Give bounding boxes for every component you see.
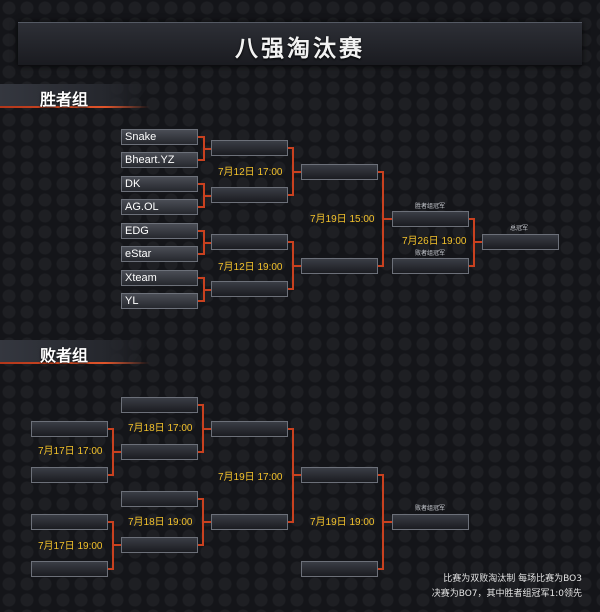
team-slot-estar[interactable]: eStar	[121, 246, 198, 262]
team-slot-snake[interactable]: Snake	[121, 129, 198, 145]
match-time-label: 7月19日 17:00	[218, 472, 283, 483]
team-slot-agol[interactable]: AG.OL	[121, 199, 198, 215]
connector	[202, 428, 211, 430]
connector	[108, 428, 114, 430]
match-time-label: 7月18日 17:00	[128, 423, 193, 434]
winners-champion-label: 胜者组冠军	[415, 203, 446, 210]
connector	[292, 171, 301, 173]
connector	[288, 288, 294, 290]
losers-champion-label: 败者组冠军	[415, 505, 446, 512]
connector	[203, 289, 211, 291]
connector	[288, 241, 294, 243]
losers-r2-slot-3[interactable]	[121, 491, 198, 507]
connector	[469, 265, 475, 267]
losers-r1-slot-1[interactable]	[31, 421, 108, 437]
connector	[198, 404, 204, 406]
losers-r2-slot-1[interactable]	[121, 397, 198, 413]
connector	[378, 265, 384, 267]
connector	[288, 521, 294, 523]
match-time-label: 7月12日 17:00	[218, 167, 283, 178]
connector	[198, 498, 204, 500]
losers-champion-label: 败者组冠军	[415, 250, 446, 257]
match-time-label: 7月17日 17:00	[38, 446, 103, 457]
losers-r2-slot-4[interactable]	[121, 537, 198, 553]
match-time-label: 7月19日 19:00	[310, 517, 375, 528]
winners-section-label: 胜者组	[40, 90, 89, 109]
losers-r2-slot-2[interactable]	[121, 444, 198, 460]
losers-r1-slot-3[interactable]	[31, 514, 108, 530]
connector	[378, 474, 384, 476]
connector	[108, 568, 114, 570]
connector	[288, 147, 294, 149]
grand-champion-label: 总冠军	[510, 225, 529, 232]
winners-r2-slot-3[interactable]	[211, 234, 288, 250]
connector	[112, 451, 121, 453]
losers-champion-slot[interactable]	[392, 514, 469, 530]
team-slot-dk[interactable]: DK	[121, 176, 198, 192]
connector	[198, 544, 204, 546]
connector	[203, 242, 211, 244]
connector	[203, 148, 211, 150]
winners-r2-slot-1[interactable]	[211, 140, 288, 156]
connector	[378, 171, 384, 173]
team-slot-yl[interactable]: YL	[121, 293, 198, 309]
connector	[292, 265, 301, 267]
winners-section-underline	[0, 106, 150, 108]
connector	[202, 521, 211, 523]
losers-section-underline	[0, 362, 150, 364]
connector	[292, 474, 301, 476]
connector	[112, 544, 121, 546]
winners-r2-slot-4[interactable]	[211, 281, 288, 297]
page-title: 八强淘汰赛	[235, 36, 365, 62]
connector	[108, 521, 114, 523]
match-time-label: 7月19日 15:00	[310, 214, 375, 225]
connector	[382, 218, 392, 220]
connector	[198, 136, 205, 138]
winners-r2-slot-2[interactable]	[211, 187, 288, 203]
connector	[198, 253, 205, 255]
losers-champion-final-slot[interactable]	[392, 258, 469, 274]
title-banner: 八强淘汰赛	[18, 22, 582, 66]
connector	[288, 194, 294, 196]
match-time-label: 7月26日 19:00	[402, 236, 467, 247]
match-time-label: 7月18日 19:00	[128, 517, 193, 528]
losers-section-tab	[0, 340, 150, 364]
team-slot-edg[interactable]: EDG	[121, 223, 198, 239]
losers-r3-slot-1[interactable]	[211, 421, 288, 437]
losers-r1-slot-4[interactable]	[31, 561, 108, 577]
grand-champion-slot[interactable]	[482, 234, 559, 250]
connector	[198, 183, 205, 185]
connector	[382, 521, 392, 523]
losers-r3-slot-2[interactable]	[211, 514, 288, 530]
losers-r4-slot-2[interactable]	[301, 561, 378, 577]
connector	[198, 277, 205, 279]
connector	[198, 451, 204, 453]
connector	[469, 218, 475, 220]
winners-r3-slot-2[interactable]	[301, 258, 378, 274]
connector	[203, 195, 211, 197]
losers-r1-slot-2[interactable]	[31, 467, 108, 483]
connector	[198, 230, 205, 232]
connector	[288, 428, 294, 430]
footnote-line-2: 决赛为BO7，其中胜者组冠军1:0领先	[431, 589, 582, 599]
winners-section-tab	[0, 84, 150, 108]
match-time-label: 7月17日 19:00	[38, 541, 103, 552]
losers-section-label: 败者组	[40, 346, 89, 365]
connector	[378, 568, 384, 570]
team-slot-bheart[interactable]: Bheart.YZ	[121, 152, 198, 168]
match-time-label: 7月12日 19:00	[218, 262, 283, 273]
connector	[108, 474, 114, 476]
winners-champion-slot[interactable]	[392, 211, 469, 227]
connector	[198, 206, 205, 208]
connector	[198, 300, 205, 302]
winners-r3-slot-1[interactable]	[301, 164, 378, 180]
losers-r4-slot-1[interactable]	[301, 467, 378, 483]
team-slot-xteam[interactable]: Xteam	[121, 270, 198, 286]
connector	[198, 159, 205, 161]
connector	[473, 241, 482, 243]
footnote-line-1: 比赛为双败淘汰制 每场比赛为BO3	[443, 574, 582, 584]
